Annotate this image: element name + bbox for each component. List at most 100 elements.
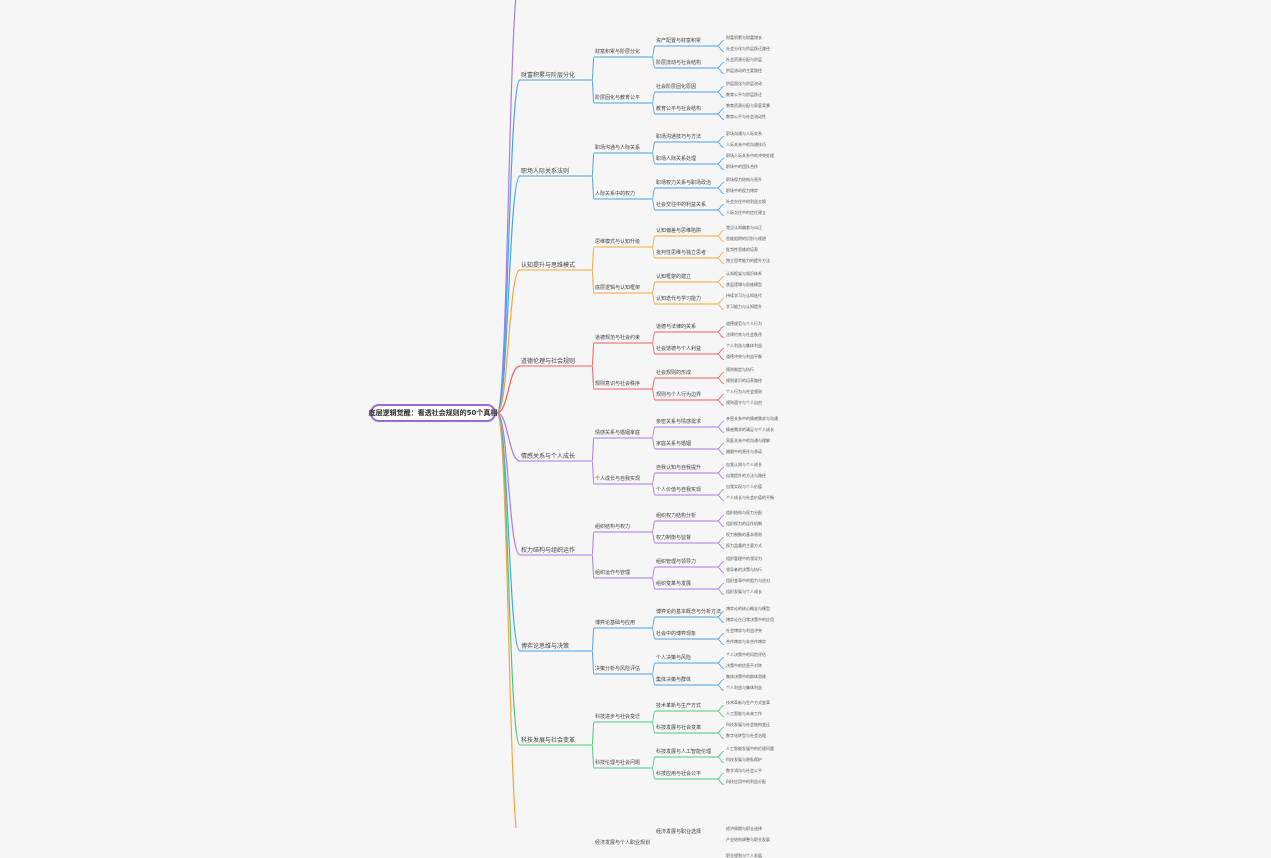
leaf-topic[interactable]: 经济周期与职业选择	[726, 825, 762, 831]
subtopic[interactable]: 博弈论基础与应用	[595, 620, 636, 626]
leaf-topic[interactable]: 集体决策中的群体思维	[726, 673, 766, 679]
leaf-topic[interactable]: 教育资源分配与家庭背景	[726, 102, 770, 108]
branch-topic[interactable]: 道德伦理与社会规则	[521, 358, 576, 365]
detail-topic[interactable]: 教育公平与社会结构	[656, 106, 702, 112]
leaf-topic[interactable]: 权力制衡的基本原则	[726, 531, 762, 537]
root-node[interactable]: 底层逻辑觉醒：看透社会规则的50个真相	[369, 404, 497, 422]
leaf-topic[interactable]: 职场中的权力博弈	[726, 187, 758, 193]
leaf-topic[interactable]: 底层逻辑与思维模型	[726, 281, 762, 287]
detail-topic[interactable]: 博弈论的基本概念与分析方法	[656, 609, 722, 615]
detail-topic[interactable]: 组织权力结构分析	[656, 513, 697, 519]
subtopic[interactable]: 组织运作与管理	[595, 570, 631, 576]
leaf-topic[interactable]: 合作博弈与非合作博弈	[726, 638, 766, 644]
leaf-topic[interactable]: 持续学习与认知迭代	[726, 292, 762, 298]
leaf-topic[interactable]: 技术革新与生产方式变革	[726, 699, 770, 705]
leaf-topic[interactable]: 个人行为与社会规则	[726, 388, 762, 394]
detail-topic[interactable]: 社会中的博弈现象	[656, 631, 697, 637]
detail-topic[interactable]: 社会阶层固化原因	[656, 84, 697, 90]
detail-topic[interactable]: 集体决策与群体	[656, 677, 692, 683]
subtopic[interactable]: 职场沟通与人际关系	[595, 145, 641, 151]
detail-topic[interactable]: 职场沟通技巧与方法	[656, 134, 702, 140]
leaf-topic[interactable]: 人际关系中的沟通技巧	[726, 141, 766, 147]
leaf-topic[interactable]: 规则意识的培养路径	[726, 377, 762, 383]
leaf-topic[interactable]: 法律约束与社会秩序	[726, 331, 762, 337]
leaf-topic[interactable]: 组织结构与权力分配	[726, 509, 762, 515]
detail-topic[interactable]: 职场人际关系处理	[656, 156, 697, 162]
subtopic[interactable]: 道德规范与社会约束	[595, 335, 641, 341]
detail-topic[interactable]: 科技发展与人工智能伦理	[656, 749, 712, 755]
leaf-topic[interactable]: 阶层流动的主要路径	[726, 67, 762, 73]
leaf-topic[interactable]: 组织发展与个人成长	[726, 588, 762, 594]
leaf-topic[interactable]: 职场人际关系中的冲突处理	[726, 152, 774, 158]
leaf-topic[interactable]: 数字化转型与社会治理	[726, 732, 766, 738]
subtopic[interactable]: 组织结构与权力	[595, 524, 631, 530]
leaf-topic[interactable]: 家庭关系中的沟通与理解	[726, 437, 770, 443]
leaf-topic[interactable]: 产业结构调整与职业发展	[726, 836, 770, 842]
detail-topic[interactable]: 科技发展与社会变革	[656, 725, 702, 731]
leaf-topic[interactable]: 社会博弈与利益冲突	[726, 627, 762, 633]
subtopic[interactable]: 决策分析与风险评估	[595, 666, 641, 672]
detail-topic[interactable]: 经济发展与职业选择	[656, 829, 702, 835]
detail-topic[interactable]: 认知框架的建立	[656, 274, 692, 280]
leaf-topic[interactable]: 社会分化与阶层跃迁路径	[726, 45, 770, 51]
leaf-topic[interactable]: 财富积累与财富增长	[726, 34, 762, 40]
detail-topic[interactable]: 职场权力关系与职场政治	[656, 180, 712, 186]
leaf-topic[interactable]: 职场中的团队合作	[726, 163, 758, 169]
leaf-topic[interactable]: 科技发展与社会结构变迁	[726, 721, 770, 727]
leaf-topic[interactable]: 权力监督的主要方式	[726, 542, 762, 548]
leaf-topic[interactable]: 个人决策中的风险评估	[726, 651, 766, 657]
leaf-topic[interactable]: 职场权力结构与晋升	[726, 176, 762, 182]
subtopic[interactable]: 规则意识与社会秩序	[595, 381, 641, 387]
leaf-topic[interactable]: 人际交往中的信任建立	[726, 209, 766, 215]
leaf-topic[interactable]: 人工智能与未来工作	[726, 710, 762, 716]
detail-topic[interactable]: 亲密关系与情感需求	[656, 419, 702, 425]
leaf-topic[interactable]: 人工智能发展中的伦理问题	[726, 745, 774, 751]
branch-topic[interactable]: 权力结构与组织运作	[521, 547, 576, 554]
branch-topic[interactable]: 认知提升与思维模式	[521, 262, 576, 269]
detail-topic[interactable]: 认知偏差与思维陷阱	[656, 228, 702, 234]
leaf-topic[interactable]: 博弈论的核心概念与模型	[726, 605, 770, 611]
leaf-topic[interactable]: 科技应用中的利益分配	[726, 778, 766, 784]
leaf-topic[interactable]: 博弈论在日常决策中的应用	[726, 616, 774, 622]
subtopic[interactable]: 科技伦理与社会问题	[595, 760, 641, 766]
leaf-topic[interactable]: 个人利益与集体利益	[726, 684, 762, 690]
leaf-topic[interactable]: 道德规范与个人行为	[726, 320, 762, 326]
leaf-topic[interactable]: 职场沟通与人际关系	[726, 130, 762, 136]
leaf-topic[interactable]: 独立思考能力的提升方法	[726, 257, 770, 263]
subtopic[interactable]: 经济发展与个人职业规划	[595, 840, 651, 846]
leaf-topic[interactable]: 社会资源分配与阶层	[726, 56, 762, 62]
leaf-topic[interactable]: 婚姻中的责任与承诺	[726, 448, 762, 454]
detail-topic[interactable]: 自我认知与自我提升	[656, 465, 702, 471]
leaf-topic[interactable]: 自我认知与个人成长	[726, 461, 762, 467]
leaf-topic[interactable]: 道德冲突与利益平衡	[726, 353, 762, 359]
leaf-topic[interactable]: 社会交往中的利益交换	[726, 198, 766, 204]
leaf-topic[interactable]: 组织变革中的阻力与应对	[726, 577, 770, 583]
branch-topic[interactable]: 博弈论思维与决策	[521, 643, 570, 650]
detail-topic[interactable]: 组织管理与领导力	[656, 559, 697, 565]
detail-topic[interactable]: 道德与法律的关系	[656, 324, 697, 330]
leaf-topic[interactable]: 个人利益与集体利益	[726, 342, 762, 348]
leaf-topic[interactable]: 规则制定与执行	[726, 366, 754, 372]
detail-topic[interactable]: 权力制衡与监督	[656, 535, 692, 541]
detail-topic[interactable]: 阶层流动与社会结构	[656, 60, 702, 66]
leaf-topic[interactable]: 职业规划与个人发展	[726, 853, 762, 858]
leaf-topic[interactable]: 科技发展与隐私保护	[726, 756, 762, 762]
leaf-topic[interactable]: 阶层固化与阶层流动	[726, 80, 762, 86]
subtopic[interactable]: 情感关系与婚姻家庭	[595, 430, 641, 436]
detail-topic[interactable]: 科技应用与社会公平	[656, 771, 702, 777]
leaf-topic[interactable]: 组织管理中的领导力	[726, 555, 762, 561]
branch-topic[interactable]: 情感关系与个人成长	[521, 453, 576, 460]
leaf-topic[interactable]: 学习能力与认知提升	[726, 303, 762, 309]
leaf-topic[interactable]: 决策中的信息不对称	[726, 662, 762, 668]
leaf-topic[interactable]: 规则遵守与个人自由	[726, 399, 762, 405]
branch-topic[interactable]: 财富积累与阶层分化	[521, 72, 576, 79]
subtopic[interactable]: 思维模式与认知升级	[595, 239, 641, 245]
leaf-topic[interactable]: 情感需求的满足与个人成长	[726, 426, 774, 432]
subtopic[interactable]: 财富积累与阶层分化	[595, 49, 641, 55]
detail-topic[interactable]: 规则与个人行为边界	[656, 392, 702, 398]
detail-topic[interactable]: 家庭关系与婚姻	[656, 441, 692, 447]
leaf-topic[interactable]: 数字鸿沟与社会公平	[726, 767, 762, 773]
leaf-topic[interactable]: 教育公平与阶层跃迁	[726, 91, 762, 97]
detail-topic[interactable]: 技术革新与生产方式	[656, 703, 702, 709]
leaf-topic[interactable]: 亲密关系中的情感需求与沟通	[726, 415, 778, 421]
